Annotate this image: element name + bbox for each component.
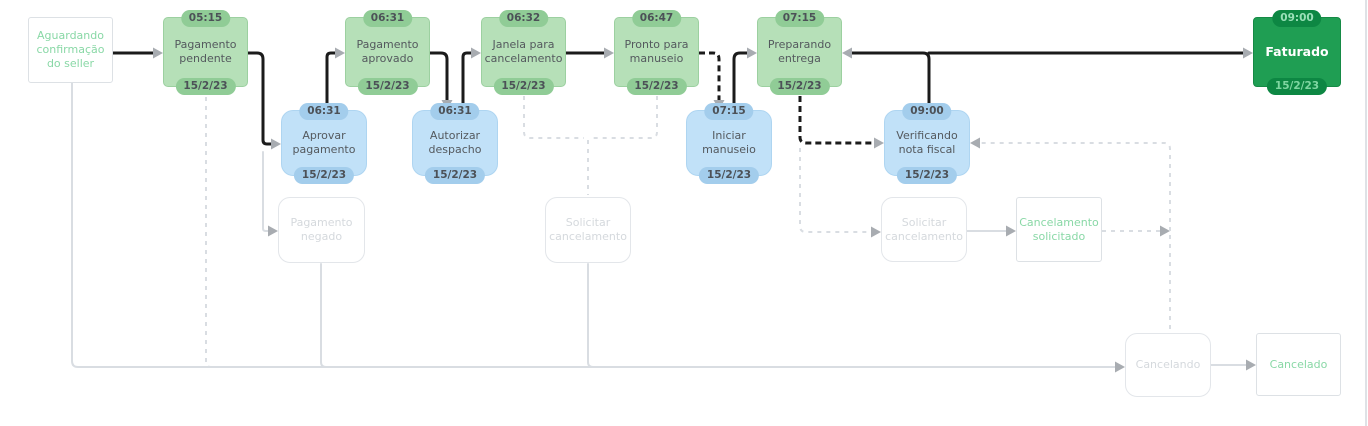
- node-label: Iniciar manuseio: [702, 129, 756, 156]
- node-label: Pagamento negado: [290, 216, 353, 243]
- time-badge: 06:31: [362, 10, 413, 28]
- edge-pagamento-pendente-to-cancelando: [205, 97, 216, 368]
- node-label: Cancelamento solicitado: [1019, 215, 1099, 243]
- edge-verificando-nota-fiscal-to-preparando-entrega: [850, 51, 931, 112]
- edge-preparando-entrega-to-solicitar-cancelamento-2: [799, 148, 871, 233]
- edge-aguardando-to-pagamento-pendente-arrowhead: [153, 47, 163, 59]
- time-badge: 07:15: [704, 103, 754, 121]
- node-solicitar-cancelamento-2: Solicitar cancelamento: [881, 197, 967, 262]
- edge-pagamento-pendente-to-pagamento-negado: [262, 151, 269, 232]
- date-badge: 15/2/23: [175, 77, 236, 95]
- edge-preparando-entrega-to-verificando-nota-fiscal-arrowhead: [874, 137, 884, 149]
- node-cancelamento-solicitado[interactable]: Cancelamento solicitado: [1016, 197, 1102, 262]
- time-badge: 09:00: [1272, 10, 1322, 28]
- edge-junction-to-verificando-nota-fiscal: [980, 142, 1171, 231]
- time-badge: 06:31: [299, 103, 349, 121]
- node-label: Solicitar cancelamento: [549, 216, 627, 243]
- node-label: Solicitar cancelamento: [885, 215, 963, 243]
- node-label: Cancelado: [1269, 357, 1328, 371]
- node-pagamento-negado: Pagamento negado: [278, 197, 365, 263]
- node-label: Pagamento aprovado: [356, 38, 419, 65]
- time-badge: 07:15: [774, 10, 825, 28]
- node-label: Preparando entrega: [767, 38, 832, 65]
- edge-preparando-entrega-to-solicitar-cancelamento-2-arrowhead: [871, 226, 881, 238]
- edge-iniciar-manuseio-to-preparando-entrega-arrowhead: [747, 47, 757, 59]
- node-cancelado[interactable]: Cancelado: [1256, 333, 1341, 396]
- node-label: Aguardando confirmação do seller: [36, 29, 105, 70]
- edge-cancelando-to-cancelado-arrowhead: [1246, 359, 1256, 371]
- edge-aguardando-to-cancelando-main: [71, 82, 1116, 368]
- edge-pagamento-aprovado-to-autorizar-despacho: [428, 51, 449, 102]
- date-badge: 15/2/23: [896, 166, 958, 184]
- node-cancelando: Cancelando: [1125, 333, 1211, 397]
- time-badge: 06:31: [430, 103, 480, 121]
- edge-autorizar-despacho-to-janela-para-cancelamento: [461, 51, 473, 112]
- edge-preparando-entrega-to-verificando-nota-fiscal: [798, 96, 874, 145]
- node-label: Aprovar pagamento: [292, 129, 356, 156]
- node-label: Faturado: [1265, 44, 1329, 60]
- date-badge: 15/2/23: [493, 77, 554, 95]
- date-badge: 15/2/23: [357, 77, 418, 95]
- node-solicitar-cancelamento-1: Solicitar cancelamento: [545, 197, 631, 263]
- node-aguardando-confirmacao-seller[interactable]: Aguardando confirmação do seller: [28, 17, 113, 83]
- right-divider-line: [1365, 0, 1367, 426]
- edge-aprovar-pagamento-to-pagamento-aprovado: [325, 51, 337, 112]
- node-label: Pagamento pendente: [174, 38, 237, 65]
- edge-verificando-nota-fiscal-to-preparando-entrega-arrowhead: [842, 47, 852, 59]
- date-badge: 15/2/23: [626, 77, 687, 95]
- time-badge: 06:47: [631, 10, 682, 28]
- edge-janela-para-cancelamento-to-pronto-para-manuseio-arrowhead: [604, 47, 614, 59]
- edge-pagamento-pendente-to-aprovar-pagamento: [246, 51, 273, 146]
- edge-aprovar-pagamento-to-pagamento-aprovado-arrowhead: [335, 47, 345, 59]
- date-badge: 15/2/23: [424, 166, 486, 184]
- edge-verificando-nota-fiscal-to-faturado-arrowhead: [1243, 47, 1253, 59]
- date-badge: 15/2/23: [769, 77, 830, 95]
- edge-pagamento-pendente-to-pagamento-negado-arrowhead: [268, 225, 278, 237]
- node-label: Janela para cancelamento: [484, 38, 563, 65]
- date-badge: 15/2/23: [698, 166, 760, 184]
- edge-cancelamento-solicitado-to-junction-arrowhead: [1160, 225, 1170, 237]
- edge-pagamento-negado-to-cancelando: [320, 263, 332, 368]
- node-label: Verificando nota fiscal: [896, 129, 958, 156]
- node-label: Autorizar despacho: [428, 129, 482, 156]
- edge-janela-para-cancelamento-to-solicitar-cancelamento: [523, 96, 584, 139]
- date-badge: 15/2/23: [1266, 77, 1328, 95]
- node-label: Cancelando: [1135, 358, 1201, 372]
- edge-pronto-para-manuseio-to-solicitar-cancelamento: [592, 96, 658, 139]
- edge-solicitar-cancelamento-2-to-cancelamento-solicitado-arrowhead: [1006, 225, 1016, 237]
- edge-pagamento-pendente-to-aprovar-pagamento-arrowhead: [271, 138, 281, 150]
- node-label: Pronto para manuseio: [624, 38, 689, 65]
- edge-pronto-para-manuseio-to-iniciar-manuseio: [699, 51, 721, 100]
- edge-solicitar-cancelamento-to-cancelando: [587, 263, 599, 368]
- time-badge: 09:00: [902, 103, 952, 121]
- edge-junction-to-verificando-nota-fiscal-arrowhead: [970, 137, 980, 149]
- time-badge: 05:15: [180, 10, 231, 28]
- edge-autorizar-despacho-to-janela-para-cancelamento-arrowhead: [471, 47, 481, 59]
- time-badge: 06:32: [498, 10, 549, 28]
- edge-aguardando-to-cancelando-main-arrowhead: [1115, 361, 1125, 373]
- date-badge: 15/2/23: [293, 166, 355, 184]
- edge-iniciar-manuseio-to-preparando-entrega: [732, 51, 749, 112]
